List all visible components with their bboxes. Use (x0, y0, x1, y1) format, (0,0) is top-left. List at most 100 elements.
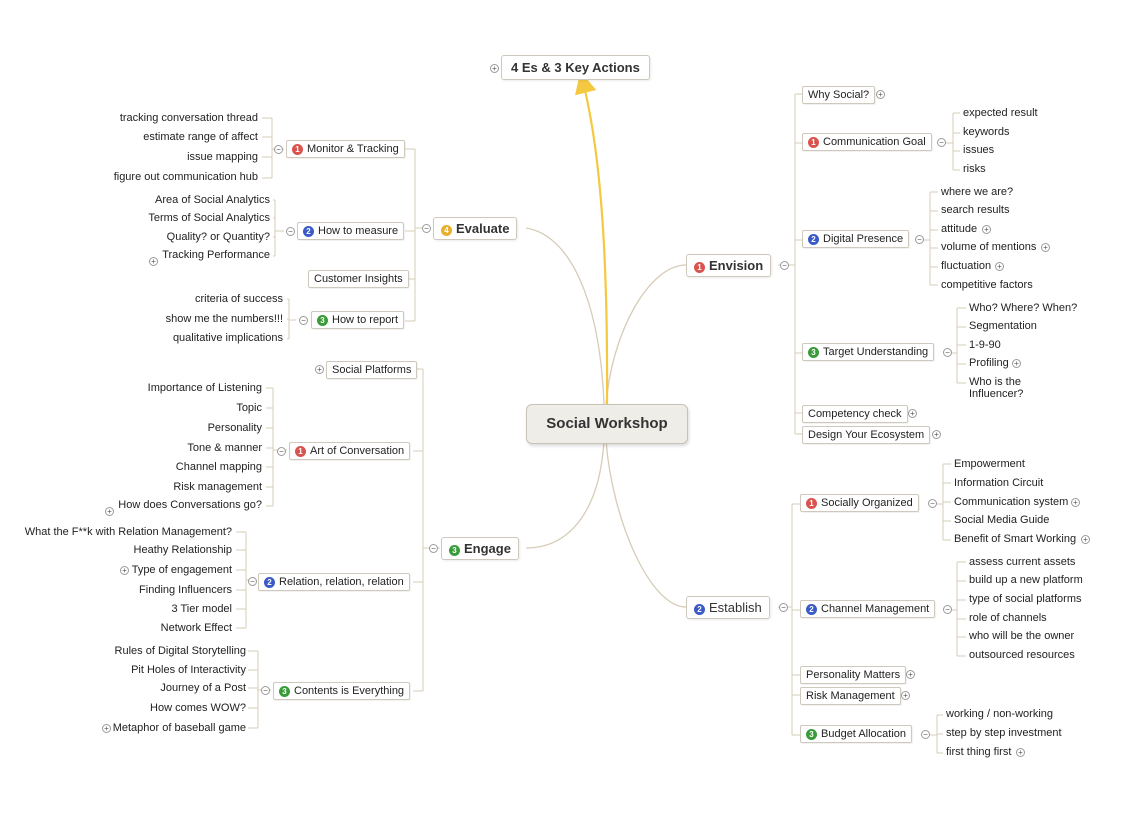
collapse-icon[interactable]: − (274, 145, 283, 154)
leaf-item[interactable]: How comes WOW? (150, 702, 246, 714)
leaf-item[interactable]: 1-9-90 (969, 339, 1001, 351)
expand-icon[interactable]: + (1081, 535, 1090, 544)
topic-why-social[interactable]: Why Social? (802, 86, 876, 104)
collapse-icon[interactable]: − (422, 224, 431, 233)
leaf-item[interactable]: Topic (236, 402, 262, 414)
collapse-icon[interactable]: − (277, 447, 286, 456)
collapse-icon[interactable]: − (299, 316, 308, 325)
topic-competency-check[interactable]: Competency check (802, 405, 908, 423)
collapse-icon[interactable]: − (943, 605, 952, 614)
leaf-item[interactable]: Profiling (969, 357, 1009, 369)
collapse-icon[interactable]: − (286, 227, 295, 236)
expand-icon[interactable]: + (876, 90, 885, 99)
leaf-item[interactable]: tracking conversation thread (119, 112, 258, 124)
expand-icon[interactable]: + (120, 566, 129, 575)
leaf-item[interactable]: Metaphor of baseball game (112, 722, 246, 734)
collapse-icon[interactable]: − (780, 261, 789, 270)
leaf-item[interactable]: criteria of success (194, 293, 283, 305)
central-topic[interactable]: Social Workshop (526, 404, 688, 444)
expand-icon[interactable]: + (1041, 243, 1050, 252)
leaf-item[interactable]: Quality? or Quantity? (166, 231, 270, 243)
collapse-icon[interactable]: − (915, 235, 924, 244)
leaf-item[interactable]: Journey of a Post (160, 682, 246, 694)
leaf-item[interactable]: Channel mapping (175, 461, 262, 473)
leaf-item[interactable]: type of social platforms (969, 593, 1082, 605)
leaf-item[interactable]: risks (963, 163, 986, 175)
leaf-item[interactable]: Pit Holes of Interactivity (131, 664, 246, 676)
leaf-item[interactable]: Risk management (173, 481, 262, 493)
expand-icon[interactable]: + (105, 507, 114, 516)
leaf-item[interactable]: Benefit of Smart Working (954, 533, 1077, 545)
leaf-item[interactable]: step by step investment (946, 727, 1062, 739)
expand-icon[interactable]: + (995, 262, 1004, 271)
leaf-item[interactable]: issue mapping (187, 151, 258, 163)
topic-personality-matters[interactable]: Personality Matters (800, 666, 907, 684)
collapse-icon[interactable]: − (928, 499, 937, 508)
topic-risk-management[interactable]: Risk Management (800, 687, 901, 705)
leaf-item[interactable]: Who is the (969, 376, 1021, 388)
topic-customer-insights[interactable]: Customer Insights (308, 270, 409, 288)
expand-icon[interactable]: + (901, 691, 910, 700)
leaf-item[interactable]: Importance of Listening (147, 382, 262, 394)
collapse-icon[interactable]: − (937, 138, 946, 147)
expand-icon[interactable]: + (982, 225, 991, 234)
leaf-item[interactable]: Empowerment (954, 458, 1025, 470)
leaf-item[interactable]: show me the numbers!!! (165, 313, 283, 325)
leaf-item[interactable]: outsourced resources (969, 649, 1075, 661)
collapse-icon[interactable]: − (429, 544, 438, 553)
leaf-item[interactable]: Rules of Digital Storytelling (114, 645, 246, 657)
leaf-item[interactable]: attitude (941, 223, 978, 235)
topic-design-ecosystem[interactable]: Design Your Ecosystem (802, 426, 931, 444)
leaf-item[interactable]: where we are? (941, 186, 1014, 198)
expand-icon[interactable]: + (315, 365, 324, 374)
leaf-item[interactable]: Type of engagement (131, 564, 232, 576)
leaf-item[interactable]: Network Effect (160, 622, 232, 634)
leaf-item[interactable]: Heathy Relationship (133, 544, 232, 556)
leaf-item[interactable]: who will be the owner (969, 630, 1075, 642)
expand-icon[interactable]: + (906, 670, 915, 679)
expand-icon[interactable]: + (1012, 359, 1021, 368)
leaf-item[interactable]: working / non-working (946, 708, 1053, 720)
leaf-item[interactable]: figure out communication hub (113, 171, 258, 183)
leaf-item[interactable]: Terms of Social Analytics (148, 212, 270, 224)
leaf-item[interactable]: What the F**k with Relation Management? (24, 526, 232, 538)
collapse-icon[interactable]: − (779, 603, 788, 612)
leaf-item[interactable]: 3 Tier model (171, 603, 232, 615)
leaf-item[interactable]: build up a new platform (969, 574, 1083, 586)
collapse-icon[interactable]: − (921, 730, 930, 739)
top-topic[interactable]: 4 Es & 3 Key Actions (501, 55, 650, 80)
expand-icon[interactable]: + (149, 257, 158, 266)
expand-icon[interactable]: + (490, 64, 499, 73)
collapse-icon[interactable]: − (261, 686, 270, 695)
expand-icon[interactable]: + (932, 430, 941, 439)
collapse-icon[interactable]: − (248, 577, 257, 586)
leaf-item[interactable]: issues (963, 144, 995, 156)
leaf-item[interactable]: Who? Where? When? (969, 302, 1078, 314)
leaf-item[interactable]: estimate range of affect (143, 131, 258, 143)
leaf-item[interactable]: Finding Influencers (139, 584, 232, 596)
leaf-item[interactable]: Tracking Performance (162, 249, 270, 261)
collapse-icon[interactable]: − (943, 348, 952, 357)
expand-icon[interactable]: + (908, 409, 917, 418)
leaf-item[interactable]: Influencer? (969, 388, 1024, 400)
leaf-item[interactable]: qualitative implications (172, 332, 283, 344)
leaf-item[interactable]: Information Circuit (954, 477, 1044, 489)
expand-icon[interactable]: + (1016, 748, 1025, 757)
leaf-item[interactable]: How does Conversations go? (118, 499, 262, 511)
leaf-item[interactable]: Tone & manner (187, 442, 262, 454)
expand-icon[interactable]: + (102, 724, 111, 733)
leaf-item[interactable]: competitive factors (941, 279, 1033, 291)
